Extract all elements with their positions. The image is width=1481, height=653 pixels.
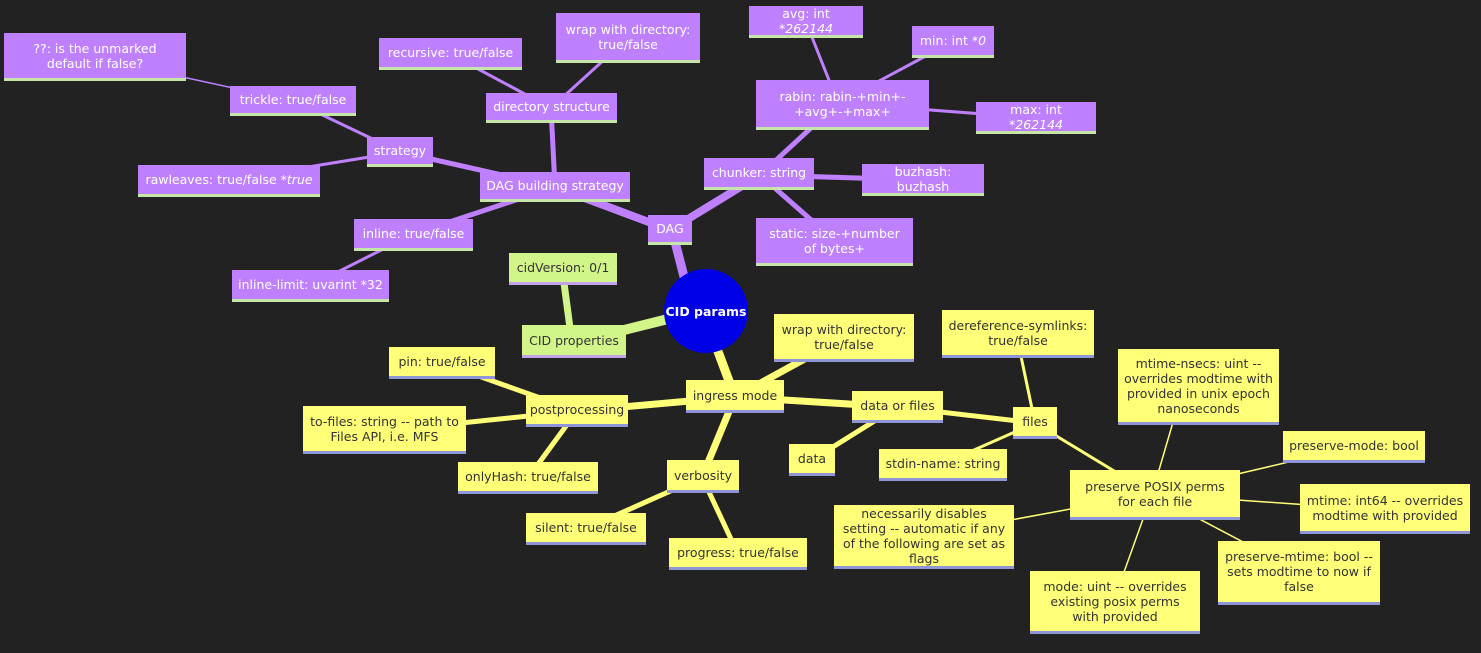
node-mtime[interactable]: mtime: int64 -- overrides modtime with p… bbox=[1300, 484, 1470, 534]
node-recursive[interactable]: recursive: true/false bbox=[379, 38, 522, 70]
node-dereference-symlinks[interactable]: dereference-symlinks: true/false bbox=[942, 310, 1094, 358]
node-data-label: data bbox=[797, 451, 827, 466]
node-silent-label: silent: true/false bbox=[535, 520, 637, 535]
rabin-max-default: *262144 bbox=[1009, 116, 1063, 132]
node-progress-label: progress: true/false bbox=[677, 545, 799, 560]
node-dag-building-strategy[interactable]: DAG building strategy bbox=[480, 172, 630, 202]
node-mtime-nsecs-label: mtime-nsecs: uint -- overrides modtime w… bbox=[1124, 355, 1273, 416]
node-rawleaves[interactable]: rawleaves: true/false *true bbox=[138, 165, 320, 197]
node-strategy[interactable]: strategy bbox=[367, 137, 433, 167]
node-rabin-label: rabin: rabin-+min+-+avg+-+max+ bbox=[779, 88, 906, 119]
node-directory-structure[interactable]: directory structure bbox=[486, 93, 617, 123]
node-preserve-mtime[interactable]: preserve-mtime: bool -- sets modtime to … bbox=[1218, 541, 1380, 605]
rabin-avg-text: avg: int bbox=[782, 5, 830, 21]
node-cid-version-label: cidVersion: 0/1 bbox=[516, 260, 610, 275]
node-wrap-with-directory-dag-label: wrap with directory: true/false bbox=[565, 21, 691, 52]
node-cid-version[interactable]: cidVersion: 0/1 bbox=[509, 253, 617, 285]
node-buzhash[interactable]: buzhash: buzhash bbox=[862, 164, 984, 196]
node-mtime-label: mtime: int64 -- overrides modtime with p… bbox=[1306, 492, 1464, 523]
node-rabin-max[interactable]: max: int *262144 bbox=[976, 102, 1096, 134]
node-ingress-mode-label: ingress mode bbox=[692, 387, 778, 403]
node-silent[interactable]: silent: true/false bbox=[526, 513, 646, 545]
node-data[interactable]: data bbox=[789, 444, 835, 476]
rabin-min-default: *0 bbox=[971, 33, 987, 48]
node-unmarked-default[interactable]: ??: is the unmarked default if false? bbox=[4, 33, 186, 81]
node-inline-limit-label: inline-limit: uvarint *32 bbox=[238, 277, 383, 292]
node-chunker-label: chunker: string bbox=[711, 165, 807, 180]
node-unmarked-default-label: ??: is the unmarked default if false? bbox=[33, 40, 157, 71]
node-disables-setting-label: necessarily disables setting -- automati… bbox=[842, 505, 1006, 566]
node-strategy-label: strategy bbox=[373, 143, 427, 158]
node-dag-building-strategy-label: DAG building strategy bbox=[486, 178, 624, 193]
node-wrap-with-directory-ingress-label: wrap with directory: true/false bbox=[781, 321, 907, 352]
node-preserve-posix-perms[interactable]: preserve POSIX perms for each file bbox=[1070, 470, 1240, 520]
node-static[interactable]: static: size-+number of bytes+ bbox=[756, 218, 913, 266]
node-rabin-min[interactable]: min: int *0 bbox=[912, 26, 994, 58]
node-trickle[interactable]: trickle: true/false bbox=[230, 86, 356, 116]
node-to-files[interactable]: to-files: string -- path to Files API, i… bbox=[303, 406, 466, 454]
node-preserve-mode-label: preserve-mode: bool bbox=[1289, 438, 1419, 453]
node-mode-label: mode: uint -- overrides existing posix p… bbox=[1043, 578, 1187, 624]
node-static-label: static: size-+number of bytes+ bbox=[769, 225, 900, 256]
node-stdin-name[interactable]: stdin-name: string bbox=[879, 449, 1007, 481]
node-chunker[interactable]: chunker: string bbox=[704, 158, 814, 190]
node-files[interactable]: files bbox=[1013, 407, 1057, 439]
node-mode[interactable]: mode: uint -- overrides existing posix p… bbox=[1030, 571, 1200, 634]
node-verbosity[interactable]: verbosity bbox=[667, 460, 739, 493]
node-dag-label: DAG bbox=[656, 221, 684, 236]
node-rawleaves-label: rawleaves: true/false *true bbox=[145, 172, 312, 187]
node-dereference-symlinks-label: dereference-symlinks: true/false bbox=[948, 317, 1088, 348]
node-rabin-avg[interactable]: avg: int *262144 bbox=[749, 6, 863, 38]
root-label: CID params bbox=[665, 303, 747, 319]
node-directory-structure-label: directory structure bbox=[493, 99, 610, 114]
node-dag[interactable]: DAG bbox=[648, 215, 692, 245]
rabin-min-text: min: int bbox=[919, 33, 972, 48]
node-cid-properties-label: CID properties bbox=[529, 332, 619, 348]
root-node[interactable]: CID params bbox=[664, 269, 748, 353]
node-recursive-label: recursive: true/false bbox=[387, 45, 514, 60]
node-buzhash-label: buzhash: buzhash bbox=[894, 163, 952, 194]
node-disables-setting[interactable]: necessarily disables setting -- automati… bbox=[834, 505, 1014, 569]
node-to-files-label: to-files: string -- path to Files API, i… bbox=[310, 413, 459, 444]
node-files-label: files bbox=[1022, 414, 1048, 429]
node-progress[interactable]: progress: true/false bbox=[669, 538, 807, 570]
node-postprocessing-label: postprocessing bbox=[529, 402, 625, 417]
node-inline-label: inline: true/false bbox=[362, 226, 465, 241]
node-preserve-mode[interactable]: preserve-mode: bool bbox=[1283, 431, 1425, 463]
node-inline[interactable]: inline: true/false bbox=[354, 219, 473, 251]
node-data-or-files[interactable]: data or files bbox=[852, 391, 943, 423]
node-trickle-label: trickle: true/false bbox=[239, 92, 347, 107]
node-only-hash-label: onlyHash: true/false bbox=[465, 469, 591, 484]
node-ingress-mode[interactable]: ingress mode bbox=[686, 380, 784, 413]
node-rabin[interactable]: rabin: rabin-+min+-+avg+-+max+ bbox=[756, 80, 929, 130]
node-data-or-files-label: data or files bbox=[860, 398, 935, 413]
node-inline-limit[interactable]: inline-limit: uvarint *32 bbox=[232, 270, 389, 302]
node-verbosity-label: verbosity bbox=[673, 467, 733, 483]
node-stdin-name-label: stdin-name: string bbox=[885, 456, 1001, 471]
rawleaves-text: rawleaves: true/false bbox=[145, 172, 281, 187]
node-wrap-with-directory-dag[interactable]: wrap with directory: true/false bbox=[556, 13, 700, 63]
node-preserve-posix-perms-label: preserve POSIX perms for each file bbox=[1085, 478, 1225, 509]
node-postprocessing[interactable]: postprocessing bbox=[526, 395, 628, 427]
node-only-hash[interactable]: onlyHash: true/false bbox=[458, 462, 598, 494]
node-wrap-with-directory-ingress[interactable]: wrap with directory: true/false bbox=[774, 314, 914, 362]
node-pin[interactable]: pin: true/false bbox=[389, 347, 495, 379]
node-rabin-avg-label: avg: int *262144 bbox=[755, 6, 857, 36]
node-rabin-max-label: max: int *262144 bbox=[982, 102, 1090, 132]
node-preserve-mtime-label: preserve-mtime: bool -- sets modtime to … bbox=[1225, 549, 1373, 594]
node-mtime-nsecs[interactable]: mtime-nsecs: uint -- overrides modtime w… bbox=[1118, 349, 1279, 425]
node-pin-label: pin: true/false bbox=[398, 354, 486, 369]
rabin-avg-default: *262144 bbox=[779, 20, 833, 36]
node-rabin-min-label: min: int *0 bbox=[920, 33, 986, 48]
rabin-max-text: max: int bbox=[1010, 101, 1062, 117]
rawleaves-default: *true bbox=[280, 172, 313, 187]
node-cid-properties[interactable]: CID properties bbox=[522, 325, 626, 358]
